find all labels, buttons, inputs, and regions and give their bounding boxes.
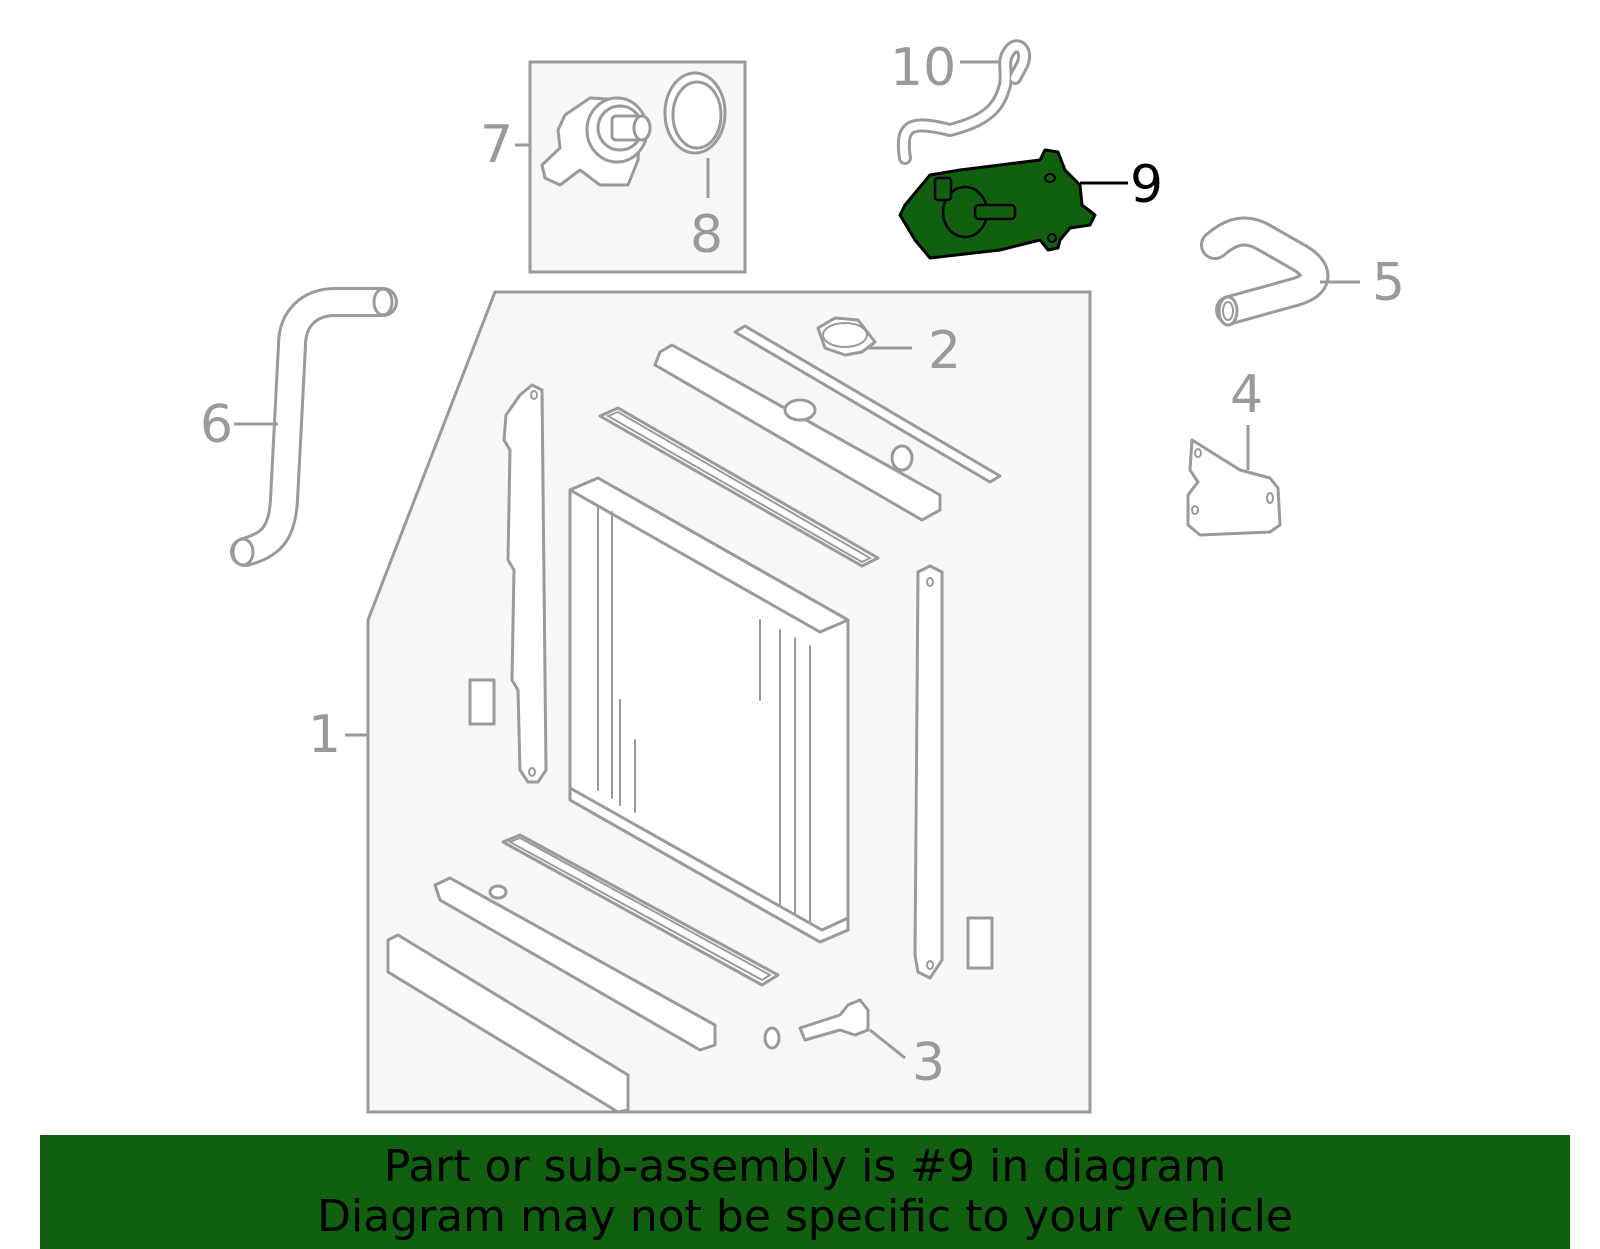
- callout-8: 8: [690, 205, 723, 265]
- callout-10: 10: [890, 38, 956, 98]
- drain-cock: [763, 998, 870, 1050]
- callout-leaders: [234, 60, 1360, 1060]
- thermostat-gasket: [663, 71, 727, 155]
- upper-hose: [1200, 216, 1330, 327]
- callout-5: 5: [1372, 253, 1405, 313]
- callout-6: 6: [200, 395, 233, 455]
- callout-2: 2: [928, 321, 961, 381]
- info-banner: Part or sub-assembly is #9 in diagram Di…: [40, 1135, 1570, 1249]
- upper-seal: [598, 406, 880, 568]
- callout-3: 3: [912, 1033, 945, 1093]
- upper-seal-strip: [733, 324, 1002, 484]
- callout-9: 9: [1130, 155, 1163, 215]
- radiator-core: [568, 476, 850, 944]
- callout-7: 7: [480, 115, 513, 175]
- lower-seal-strip: [386, 933, 630, 1114]
- upper-tank: [653, 343, 942, 522]
- lower-tank: [433, 876, 717, 1052]
- bracket: [1186, 438, 1282, 537]
- right-clip: [966, 916, 994, 970]
- highlighted-part-9: [898, 148, 1097, 260]
- thermostat-housing: [540, 96, 652, 187]
- bypass-hose: [896, 39, 1032, 165]
- lower-seal: [501, 833, 780, 987]
- left-clip: [468, 678, 496, 726]
- right-side-member: [913, 564, 944, 980]
- callout-1: 1: [308, 705, 341, 765]
- left-side-member: [502, 383, 548, 784]
- banner-line-1: Part or sub-assembly is #9 in diagram: [383, 1141, 1227, 1192]
- callout-4: 4: [1230, 365, 1263, 425]
- banner-line-2: Diagram may not be specific to your vehi…: [317, 1191, 1293, 1242]
- lower-hose: [230, 287, 398, 567]
